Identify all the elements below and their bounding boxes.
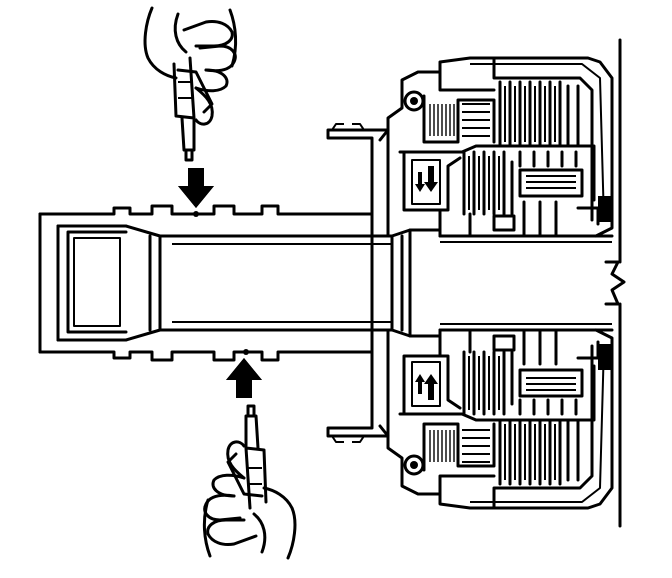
break-line (604, 260, 626, 306)
air-flow-arrow-down (178, 168, 214, 208)
clutch-pack-lower (326, 328, 614, 510)
clutch-pack-upper (326, 56, 614, 238)
transmission-shaft-cross-section (38, 204, 614, 362)
air-flow-arrow-up (226, 358, 262, 398)
